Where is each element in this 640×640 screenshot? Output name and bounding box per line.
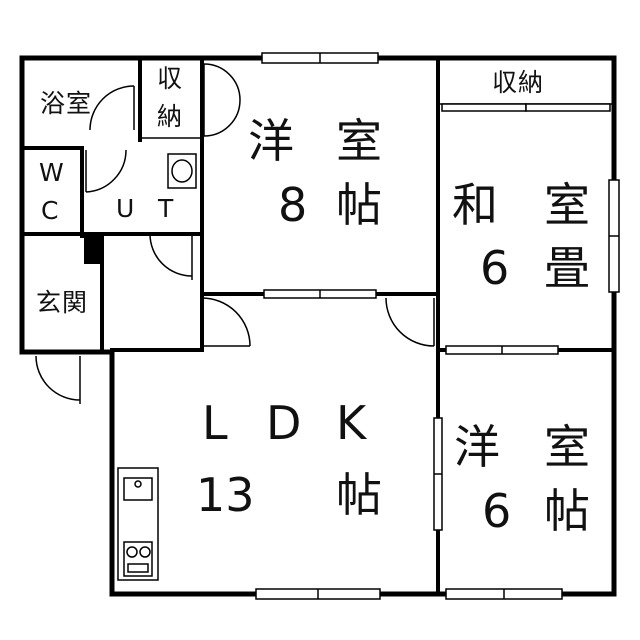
western6-size: 6 [482, 484, 512, 538]
ut-label-u: U [116, 194, 136, 223]
japanese6-unit: 畳 [544, 241, 590, 295]
japanese6-size: 6 [480, 241, 510, 295]
japanese6-name-a: 和 [452, 178, 498, 232]
storage-small-label-1: 収 [157, 64, 184, 93]
ldk-k: K [336, 396, 367, 450]
swing-doors [35, 63, 435, 404]
entrance-label: 玄関 [36, 288, 89, 317]
western8-name-a: 洋 [248, 114, 294, 168]
western6-name-a: 洋 [454, 420, 500, 474]
kitchen-counter [117, 467, 159, 581]
wash-basin [167, 153, 197, 189]
wc-label-w: W [39, 158, 65, 187]
japanese6-name-b: 室 [544, 178, 590, 232]
western8-size: 8 [278, 178, 308, 232]
bath-label: 浴室 [40, 89, 93, 118]
western6-unit: 帖 [544, 484, 590, 538]
western8-name-b: 室 [336, 114, 382, 168]
western6-name-b: 室 [544, 420, 590, 474]
ldk-l: L [202, 396, 228, 450]
ldk-unit: 帖 [336, 468, 382, 522]
storage-top-right-label: 収納 [492, 68, 545, 97]
wc-label-c: C [41, 196, 60, 225]
storage-small-label-2: 納 [157, 102, 184, 131]
ut-label-t: T [158, 194, 175, 223]
western8-unit: 帖 [336, 178, 382, 232]
wall-column [84, 234, 102, 264]
ldk-d: D [266, 396, 302, 450]
ldk-size: 13 [196, 468, 255, 522]
